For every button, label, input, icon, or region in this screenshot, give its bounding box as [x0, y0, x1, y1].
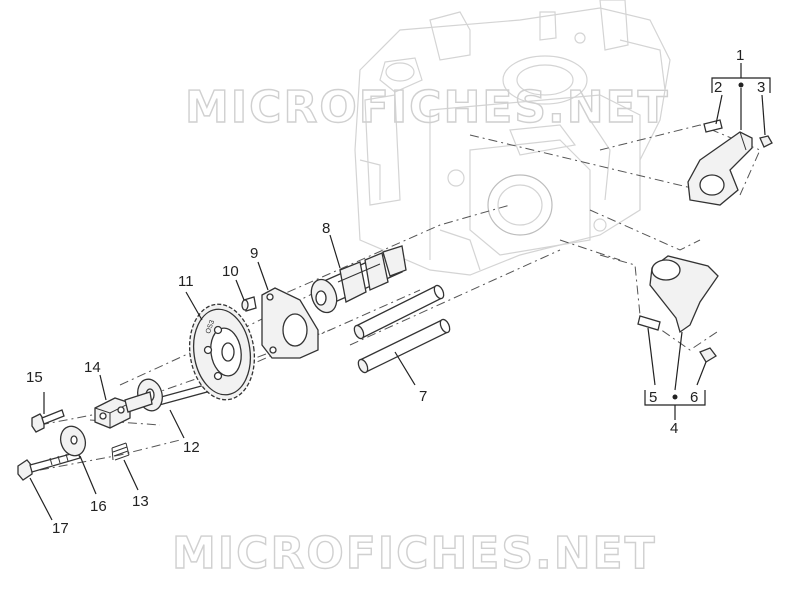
callout-5: 5	[649, 389, 657, 406]
callout-16: 16	[90, 498, 107, 515]
callout-2: 2	[714, 79, 722, 96]
callout-7: 7	[419, 388, 427, 405]
callout-17: 17	[52, 520, 69, 537]
long-bolt	[17, 451, 81, 481]
callout-9: 9	[250, 245, 258, 262]
sprocket-stamp: OS3	[205, 319, 216, 335]
callout-3: 3	[757, 79, 765, 96]
spring	[111, 442, 130, 461]
watermark-top: MICROFICHES.NET	[185, 82, 670, 133]
callout-12: 12	[183, 439, 200, 456]
decompressor-block	[94, 397, 131, 429]
callout-13: 13	[132, 493, 149, 510]
callout-14: 14	[84, 359, 101, 376]
callout-6: 6	[690, 389, 698, 406]
shaft-with-flange	[124, 378, 208, 413]
callout-10: 10	[222, 263, 239, 280]
dowel-pin	[241, 296, 257, 312]
callout-8: 8	[322, 220, 330, 237]
assembly-center-lines	[39, 124, 761, 471]
callout-4: 4	[670, 420, 678, 437]
callout-11: 11	[178, 273, 194, 290]
short-bolt	[31, 409, 65, 433]
rocker-shafts	[353, 284, 451, 374]
upper-rocker-arm	[687, 119, 773, 206]
lower-rocker-arm	[637, 255, 719, 363]
callout-1: 1	[736, 47, 744, 64]
cylinder-head-outline	[354, 0, 671, 276]
watermark-bottom: MICROFICHES.NET	[172, 528, 657, 579]
camshaft	[310, 245, 407, 314]
callout-numbers: 1 2 3 4 5 6 7 8 9 10 11 12 13 14 15 16 1…	[26, 47, 765, 537]
group-dot-4	[672, 394, 678, 400]
group-dot-1	[738, 82, 744, 88]
washer	[59, 425, 87, 457]
callout-15: 15	[26, 369, 43, 386]
leader-lines	[29, 63, 771, 521]
cam-plate	[261, 287, 319, 359]
timing-sprocket: OS3	[188, 303, 256, 401]
